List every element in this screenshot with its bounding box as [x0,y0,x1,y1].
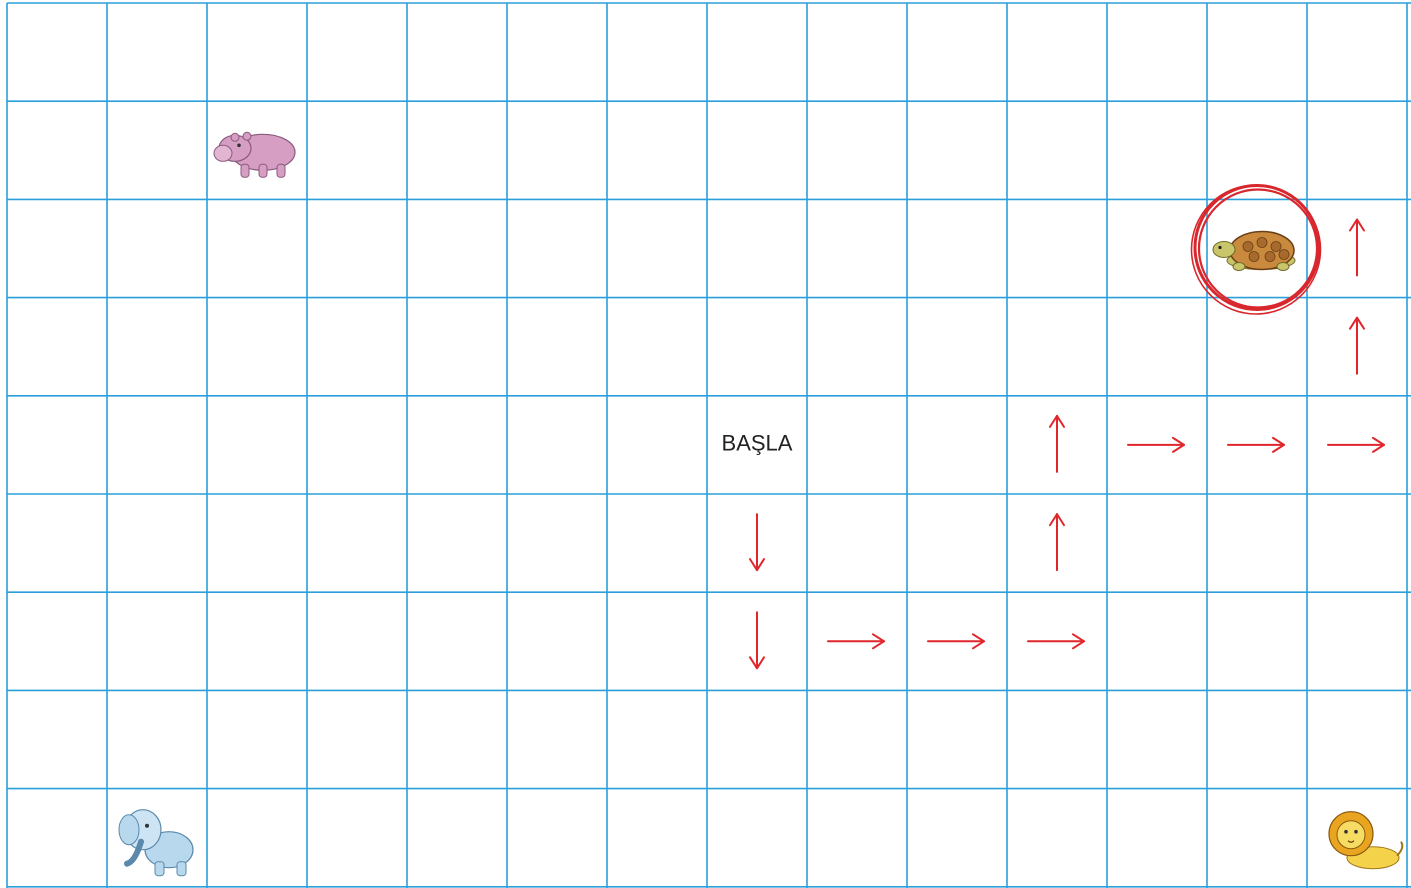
arrow-right-icon [828,634,884,648]
arrow-up-icon [1350,318,1364,374]
arrow-up-icon [1050,514,1064,570]
grid-lines [7,3,1411,888]
arrow-right-icon [1328,438,1384,452]
start-label: BAŞLA [722,431,793,456]
arrow-right-icon [1028,634,1084,648]
arrow-right-icon [1128,438,1184,452]
hippo-icon [214,132,295,177]
path-arrows [750,220,1384,669]
arrow-right-icon [1228,438,1284,452]
lion-icon [1329,812,1402,869]
animals-layer [119,132,1402,875]
arrow-down-icon [750,514,764,570]
arrow-down-icon [750,612,764,668]
arrow-up-icon [1350,220,1364,276]
turtle-icon [1213,232,1295,271]
elephant-icon [119,810,193,876]
arrow-right-icon [928,634,984,648]
arrow-up-icon [1050,416,1064,472]
